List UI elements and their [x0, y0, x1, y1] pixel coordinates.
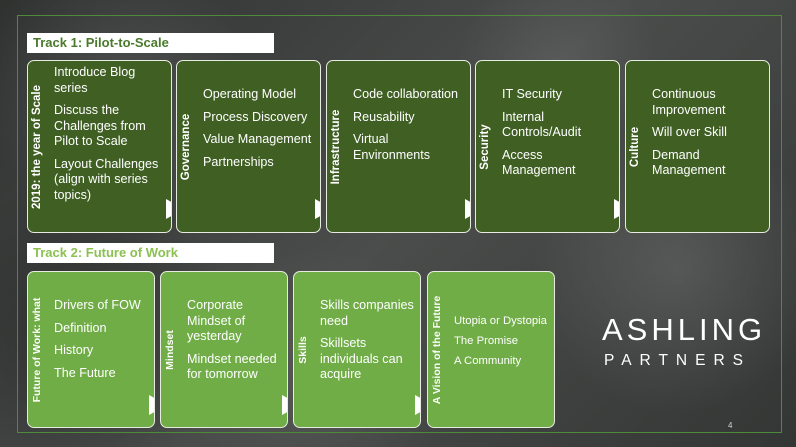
list-item: Mindset needed for tomorrow: [187, 351, 277, 382]
list-item: IT Security: [502, 87, 562, 101]
list-item: Drivers of FOW: [54, 298, 141, 312]
list-item: Continuous Improvement: [652, 87, 726, 117]
list-item: Reusability: [353, 109, 415, 124]
card-items: Drivers of FOW Definition History The Fu…: [54, 298, 150, 388]
card-title: Future of Work: what: [31, 297, 43, 402]
logo-line-1: ASHLING: [602, 312, 767, 347]
card-items: Skills companies need Skillsets individu…: [320, 298, 416, 390]
track-2-card-4: A Vision of the Future Utopia or Dystopi…: [427, 271, 555, 428]
list-item: The Future: [54, 365, 116, 380]
list-item: Discuss the Challenges from Pilot to Sca…: [54, 103, 146, 148]
arrow-right-icon: [465, 199, 470, 219]
card-items: Utopia or Dystopia The Promise A Communi…: [454, 314, 550, 374]
track-1-card-5: Culture Continuous Improvement Will over…: [625, 60, 770, 233]
list-item: Virtual Environments: [353, 132, 430, 162]
list-item: Layout Challenges (align with series top…: [54, 156, 159, 202]
track-1-card-4: Security IT Security Internal Controls/A…: [475, 60, 620, 233]
page-number: 4: [728, 421, 733, 430]
ashling-partners-logo: ASHLING PARTNERS: [602, 314, 766, 370]
track-2-label: Track 2: Future of Work: [27, 243, 274, 263]
card-items: Continuous Improvement Will over Skill D…: [652, 87, 765, 186]
track-1-card-3: Infrastructure Code collaboration Reusab…: [326, 60, 471, 233]
card-title: 2019: the year of Scale: [31, 84, 43, 209]
track-1-card-2: Governance Operating Model Process Disco…: [176, 60, 321, 233]
list-item: Operating Model: [203, 87, 297, 101]
card-items: Code collaboration Reusability Virtual E…: [353, 87, 466, 170]
list-item: Corporate Mindset of yesterday: [187, 298, 246, 343]
arrow-right-icon: [315, 199, 320, 219]
card-items: Introduce Blog series Discuss the Challe…: [54, 65, 167, 210]
card-items: Corporate Mindset of yesterday Mindset n…: [187, 298, 283, 390]
content-frame: [17, 15, 782, 433]
track-2-card-2: Mindset Corporate Mindset of yesterday M…: [160, 271, 288, 428]
card-title: Governance: [180, 113, 192, 180]
list-item: Access Management: [502, 147, 576, 178]
list-item: A Community: [454, 355, 522, 367]
arrow-right-icon: [614, 199, 619, 219]
card-items: Operating Model Process Discovery Value …: [203, 87, 316, 177]
list-item: The Promise: [454, 335, 519, 347]
card-items: IT Security Internal Controls/Audit Acce…: [502, 87, 615, 186]
list-item: Definition: [54, 320, 107, 335]
card-title: Mindset: [164, 329, 176, 370]
arrow-right-icon: [166, 199, 171, 219]
track-2-card-1: Future of Work: what Drivers of FOW Defi…: [27, 271, 155, 428]
track-1-label: Track 1: Pilot-to-Scale: [27, 33, 274, 53]
list-item: Introduce Blog series: [54, 65, 136, 95]
track-1-card-1: 2019: the year of Scale Introduce Blog s…: [27, 60, 172, 233]
list-item: Demand Management: [652, 147, 726, 178]
list-item: Will over Skill: [652, 125, 727, 139]
list-item: Code collaboration: [353, 87, 459, 101]
list-item: Internal Controls/Audit: [502, 109, 582, 140]
card-title: Security: [479, 123, 491, 170]
logo-line-2: PARTNERS: [604, 352, 751, 369]
card-title: A Vision of the Future: [431, 295, 443, 404]
list-item: Skills companies need: [320, 298, 414, 328]
list-item: Partnerships: [203, 154, 274, 169]
card-title: Skills: [297, 335, 309, 364]
list-item: Process Discovery: [203, 109, 308, 124]
track-2-card-3: Skills Skills companies need Skillsets i…: [293, 271, 421, 428]
arrow-right-icon: [282, 395, 287, 415]
card-title: Culture: [629, 126, 641, 167]
list-item: Utopia or Dystopia: [454, 315, 547, 327]
list-item: Value Management: [203, 132, 312, 146]
arrow-right-icon: [149, 395, 154, 415]
list-item: History: [54, 343, 94, 357]
card-title: Infrastructure: [330, 109, 342, 184]
arrow-right-icon: [415, 395, 420, 415]
list-item: Skillsets individuals can acquire: [320, 336, 403, 381]
